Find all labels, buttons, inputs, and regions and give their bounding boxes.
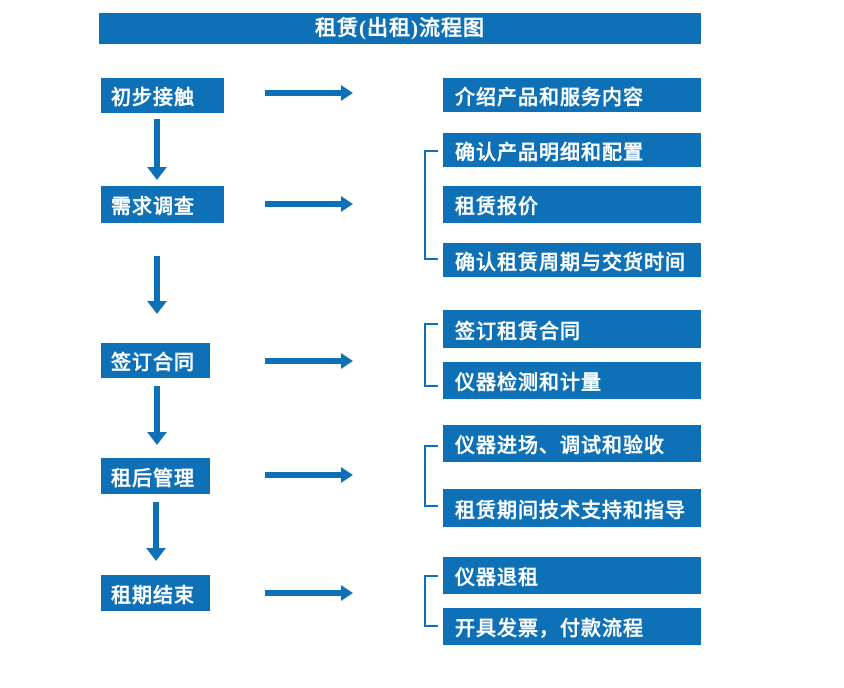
step-demand-survey: 需求调查	[101, 186, 224, 223]
step-sign-contract: 签订合同	[101, 343, 210, 378]
bracket-post-rental-group	[424, 445, 438, 507]
down-arrow-icon-2	[147, 256, 167, 314]
detail-confirm-product-config: 确认产品明细和配置	[443, 133, 701, 167]
detail-confirm-rental-period: 确认租赁周期与交货时间	[443, 243, 701, 277]
detail-instrument-setup-acceptance: 仪器进场、调试和验收	[443, 425, 701, 462]
step-rental-end: 租期结束	[101, 575, 210, 611]
detail-invoice-payment: 开具发票，付款流程	[443, 608, 701, 645]
right-arrow-icon-3	[265, 353, 353, 369]
bracket-rental-end-group	[424, 575, 438, 627]
detail-rental-tech-support: 租赁期间技术支持和指导	[443, 489, 701, 527]
right-arrow-icon-4	[265, 467, 353, 483]
down-arrow-icon-3	[147, 386, 167, 445]
detail-sign-rental-contract: 签订租赁合同	[443, 310, 701, 348]
right-arrow-icon-1	[265, 85, 353, 101]
down-arrow-icon-4	[146, 502, 166, 561]
detail-introduce-products: 介绍产品和服务内容	[443, 78, 701, 112]
detail-rental-quote: 租赁报价	[443, 186, 701, 223]
detail-instrument-inspection: 仪器检测和计量	[443, 362, 701, 399]
step-post-rental-management: 租后管理	[101, 458, 210, 494]
bracket-sign-contract-group	[424, 323, 438, 387]
right-arrow-icon-2	[265, 196, 353, 212]
right-arrow-icon-5	[265, 585, 353, 601]
down-arrow-icon-1	[147, 119, 167, 180]
detail-instrument-return: 仪器退租	[443, 557, 701, 594]
flowchart-title: 租赁(出租)流程图	[99, 13, 701, 44]
step-initial-contact: 初步接触	[101, 78, 224, 113]
bracket-demand-survey-group	[424, 150, 438, 260]
